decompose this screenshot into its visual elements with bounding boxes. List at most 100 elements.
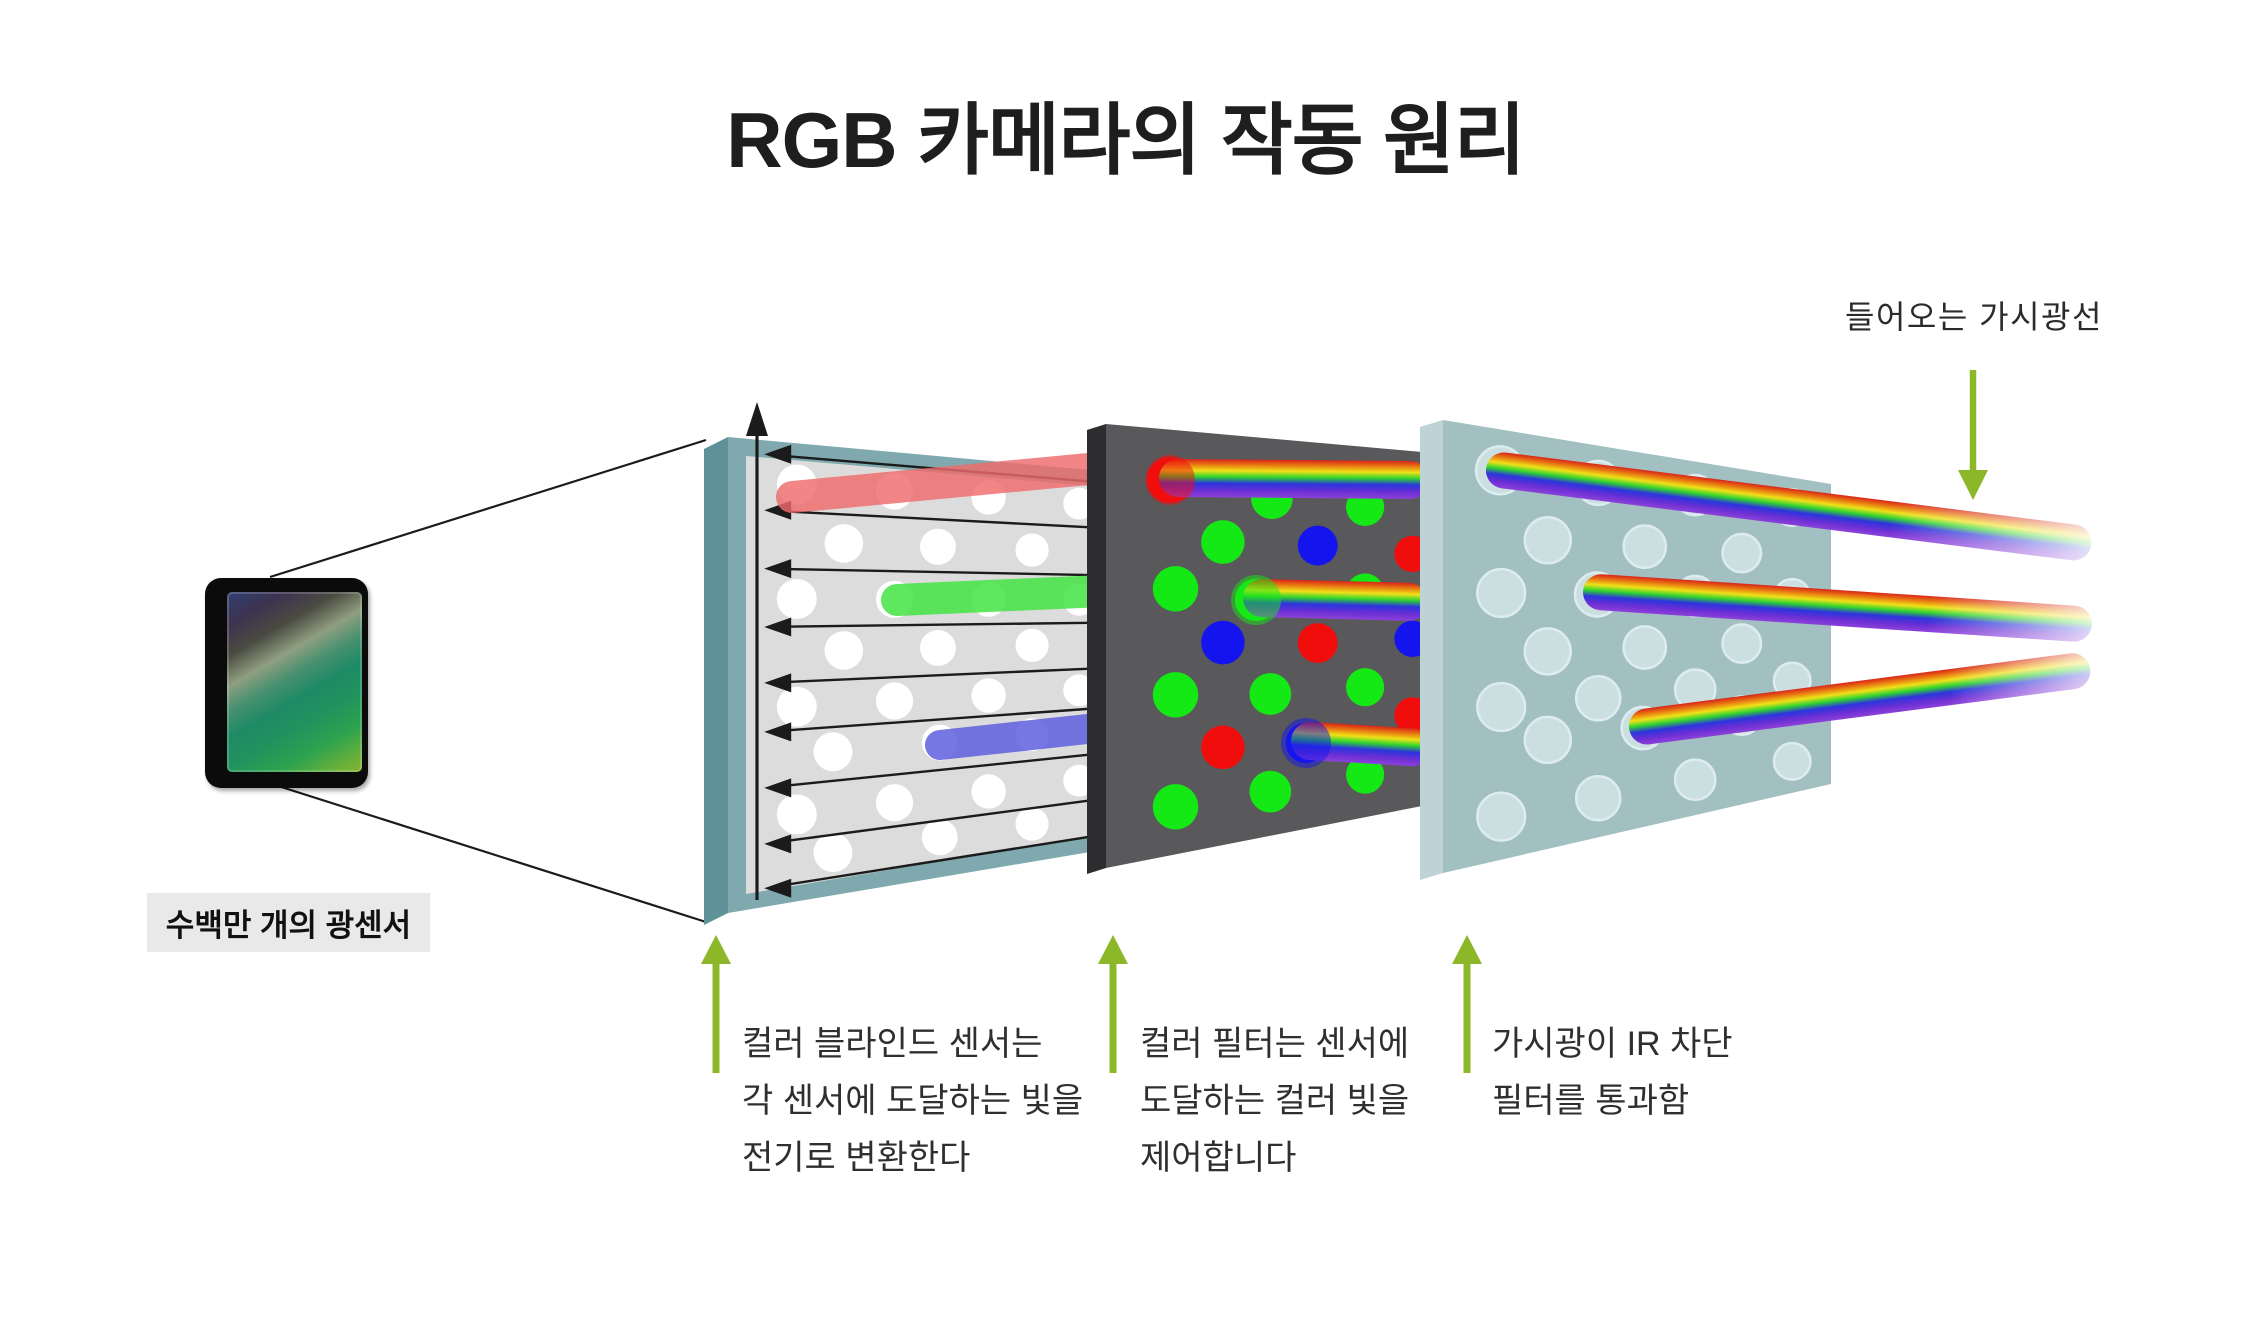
panel-dot (813, 732, 853, 772)
ir-filter-pointer-arrow-icon (1452, 935, 1482, 1073)
panel-dot (813, 833, 853, 873)
panel-dot (1249, 673, 1292, 715)
panel-dot (1772, 741, 1812, 781)
panel-dot (1523, 715, 1572, 765)
sensor-panel (704, 402, 1115, 925)
annotation-color-filter-line-2: 도달하는 컬러 빛을 (1140, 1082, 1410, 1120)
blue-light-beam (925, 713, 1110, 760)
readout-arrow-line (773, 799, 1091, 844)
readout-vertical-arrow (746, 402, 768, 900)
color-filter-side (1087, 424, 1106, 874)
annotation-sensor-line-3: 전기로 변환한다 (742, 1139, 971, 1177)
panel-dot (1476, 567, 1527, 619)
panel-dot (1015, 807, 1049, 841)
sensor-pointer-arrow-icon (701, 935, 731, 1073)
readout-arrow-line (773, 567, 1091, 577)
readout-arrow-line (773, 707, 1091, 733)
readout-arrow-head (764, 617, 792, 637)
panel-dot (1015, 628, 1049, 662)
green-filter-cap-dot (1231, 575, 1281, 625)
rainbow-beam-top (1485, 452, 2092, 561)
readout-arrow-head (764, 722, 792, 742)
panel-dot (1152, 672, 1199, 718)
connector-line-top (269, 438, 707, 579)
readout-arrow-head (764, 559, 792, 579)
ir-filter-side (1420, 420, 1443, 880)
panel-dot (1346, 668, 1385, 707)
incoming-light-label: 들어오는 가시광선 (1845, 299, 2103, 335)
panel-dot (776, 579, 817, 620)
panel-dot (921, 819, 958, 856)
readout-arrow-head (764, 778, 792, 798)
panel-dot (1523, 515, 1572, 565)
panel-dot (1152, 566, 1199, 612)
readout-arrow-head (764, 834, 792, 854)
panel-dot (920, 528, 956, 565)
panel-dot (1201, 725, 1245, 770)
rainbow-beam-middle (1582, 574, 2092, 642)
rainbow-beam-top-back (1159, 459, 1429, 500)
panel-dot (776, 794, 817, 835)
panel-dot (1721, 623, 1763, 665)
page-title: RGB 카메라의 작동 원리 (726, 96, 1525, 184)
panel-dot (1574, 774, 1622, 822)
panel-dot (920, 629, 956, 666)
annotation-color-filter-line-1: 컬러 필터는 센서에 (1140, 1025, 1410, 1063)
panel-dot (1346, 755, 1385, 794)
panel-dot (971, 678, 1006, 713)
panel-dot (1297, 525, 1338, 566)
panel-dot (824, 524, 864, 563)
annotation-color-filter: 컬러 필터는 센서에 도달하는 컬러 빛을 제어합니다 (1140, 1016, 1409, 1187)
panel-dot (1297, 623, 1338, 664)
panel-dot (1721, 532, 1763, 574)
panel-dot (1201, 520, 1245, 564)
annotation-sensor-line-2: 각 센서에 도달하는 빛을 (742, 1082, 1084, 1120)
panel-dot (875, 784, 914, 822)
panel-dot (1152, 784, 1199, 830)
readout-arrow-line (773, 667, 1091, 684)
annotation-ir-filter: 가시광이 IR 차단 필터를 통과함 (1492, 1016, 1733, 1130)
readout-arrow-line (773, 835, 1091, 888)
red-filter-cap-dot (1145, 455, 1195, 505)
panel-dot (1201, 620, 1245, 665)
zoom-connector-lines (269, 438, 707, 924)
readout-arrow-head (764, 444, 792, 464)
readout-arrow-line (773, 509, 1091, 529)
color-filter-pointer-arrow-icon (1098, 935, 1128, 1073)
panel-dot (1249, 770, 1292, 813)
annotation-ir-filter-line-1: 가시광이 IR 차단 (1492, 1025, 1733, 1063)
panel-dot (1523, 627, 1572, 676)
readout-arrow-line (773, 753, 1091, 789)
connector-line-bottom (274, 783, 707, 924)
ir-filter-panel (1420, 420, 1831, 880)
panel-dot (1476, 791, 1527, 842)
sensor-panel-side (704, 437, 728, 925)
rainbow-beam-bottom (1628, 653, 2091, 745)
annotation-sensor-line-1: 컬러 블라인드 센서는 (742, 1025, 1043, 1063)
readout-arrow-head (764, 878, 792, 898)
panel-dot (1476, 681, 1527, 733)
panel-dot (1622, 625, 1668, 670)
rainbow-beam-middle-back (1243, 579, 1428, 621)
panel-dot (824, 631, 864, 670)
panel-dot (875, 682, 914, 720)
annotation-ir-filter-line-2: 필터를 통과함 (1492, 1082, 1690, 1120)
sensor-chip-photo (205, 578, 368, 788)
photosensor-count-label: 수백만 개의 광센서 (147, 893, 430, 952)
panel-dot (1622, 524, 1668, 569)
panel-dot (1574, 675, 1622, 722)
panel-dot (971, 774, 1006, 809)
panel-dot (776, 686, 817, 727)
annotation-sensor: 컬러 블라인드 센서는 각 센서에 도달하는 빛을 전기로 변환한다 (742, 1016, 1083, 1187)
annotation-color-filter-line-3: 제어합니다 (1140, 1139, 1297, 1177)
panel-dot (1673, 758, 1717, 802)
green-light-beam (881, 575, 1111, 616)
blue-filter-cap-dot (1281, 718, 1331, 768)
panel-dot (1015, 533, 1049, 567)
sensor-chip-screen (227, 592, 362, 772)
incoming-light-arrow-icon (1958, 370, 1988, 500)
red-light-beam (776, 452, 1115, 513)
readout-arrow-line (773, 621, 1091, 629)
